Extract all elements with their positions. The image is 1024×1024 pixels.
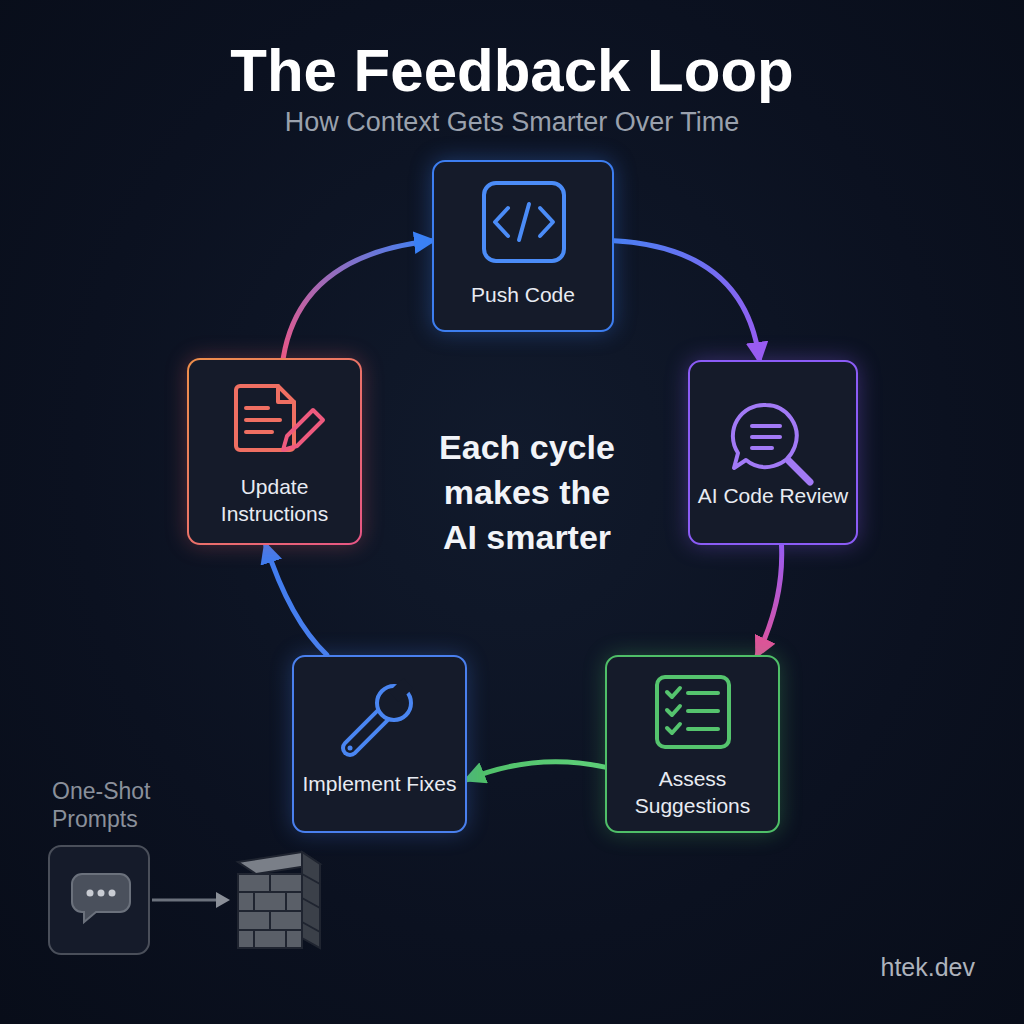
cycle-arrow [614,241,759,360]
center-note: Each cycle makes the AI smarter [427,425,627,560]
brick-wall [238,852,320,948]
subtitle: How Context Gets Smarter Over Time [0,105,1024,139]
blocked-arrow [152,892,230,908]
process-box: Assess Suggestions [605,655,780,833]
node-heading: One-Shot Prompts [52,777,177,833]
cycle-arrow [757,545,781,655]
prompt-box: One-Shot Prompts [48,845,150,955]
process-box: AI Code Review [688,360,858,545]
process-box: Update Instructions [187,358,362,545]
cycle-arrow [266,545,327,655]
process-box: Push Code [432,160,614,332]
watermark: htek.dev [840,952,975,982]
node-label: AI Code Review [696,482,850,509]
node-label: Assess Suggestions [613,765,772,819]
title: The Feedback Loop [0,36,1024,106]
process-box: Implement Fixes [292,655,467,833]
node-label: Push Code [440,281,606,308]
node-label: Update Instructions [195,473,354,527]
cycle-arrow [283,241,432,358]
node-label: Implement Fixes [300,770,459,797]
cycle-arrow [467,762,605,780]
